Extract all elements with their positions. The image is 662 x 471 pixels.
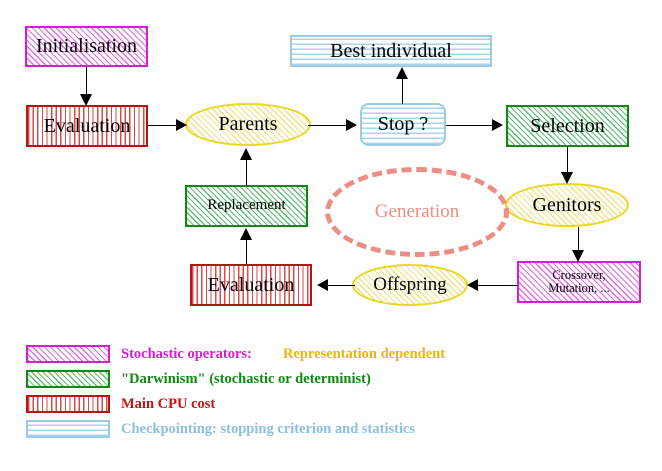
arrowhead-stop-to-best xyxy=(396,67,408,79)
node-initialisation[interactable]: Initialisation xyxy=(25,26,148,67)
arrowhead-genitors-to-crossover xyxy=(572,250,584,262)
node-genitors[interactable]: Genitors xyxy=(505,183,629,227)
node-offspring[interactable]: Offspring xyxy=(352,264,468,306)
legend-label-darwinism: "Darwinism" (stochastic or determinist) xyxy=(121,371,371,387)
edge-selection-to-genitors xyxy=(567,147,569,175)
legend-swatch-stochastic xyxy=(26,345,110,363)
edge-eval-to-replacement xyxy=(246,232,248,264)
legend-label-representation: Representation dependent xyxy=(283,346,446,362)
edge-stop-to-best xyxy=(402,70,404,104)
arrowhead-eval-to-replacement xyxy=(240,228,252,240)
edge-stop-to-selection xyxy=(446,125,493,127)
legend-label-stochastic: Stochastic operators: xyxy=(121,346,252,362)
edge-parents-to-stop xyxy=(308,125,348,127)
arrowhead-stop-to-selection xyxy=(492,119,503,131)
legend-label-checkpointing: Checkpointing: stopping criterion and st… xyxy=(121,421,416,437)
arrowhead-crossover-to-offspring xyxy=(467,279,478,291)
node-replacement[interactable]: Replacement xyxy=(185,185,308,227)
edge-crossover-to-offspring xyxy=(477,285,517,287)
arrowhead-selection-to-genitors xyxy=(561,172,573,184)
arrowhead-replacement-to-parents xyxy=(240,148,252,160)
node-best-individual[interactable]: Best individual xyxy=(290,35,492,67)
arrowhead-offspring-to-eval xyxy=(317,279,328,291)
generation-label: Generation xyxy=(374,201,460,222)
crossover-label-line1: Crossover, xyxy=(552,267,606,282)
crossover-label-line2: Mutation, ... xyxy=(548,281,610,295)
node-evaluation-top[interactable]: Evaluation xyxy=(26,105,148,147)
legend-swatch-checkpointing xyxy=(26,420,110,438)
edge-genitors-to-crossover xyxy=(578,227,580,251)
edge-replacement-to-parents xyxy=(246,152,248,186)
edge-init-to-eval xyxy=(86,67,88,97)
edge-offspring-to-eval xyxy=(327,285,355,287)
node-stop[interactable]: Stop ? xyxy=(360,103,446,146)
node-evaluation-bottom[interactable]: Evaluation xyxy=(190,264,312,306)
node-selection[interactable]: Selection xyxy=(506,105,629,147)
legend-swatch-darwinism xyxy=(26,370,110,388)
node-crossover-mutation[interactable]: Crossover, Mutation, ... xyxy=(517,261,641,303)
node-generation-boundary: Generation xyxy=(325,167,509,257)
legend-swatch-cpu xyxy=(26,395,110,413)
node-parents[interactable]: Parents xyxy=(185,103,311,146)
edge-eval-to-parents xyxy=(148,125,178,127)
arrowhead-init-to-eval xyxy=(80,94,92,106)
legend-label-cpu: Main CPU cost xyxy=(121,396,216,412)
arrowhead-parents-to-stop xyxy=(346,119,357,131)
arrowhead-eval-to-parents xyxy=(176,119,187,131)
